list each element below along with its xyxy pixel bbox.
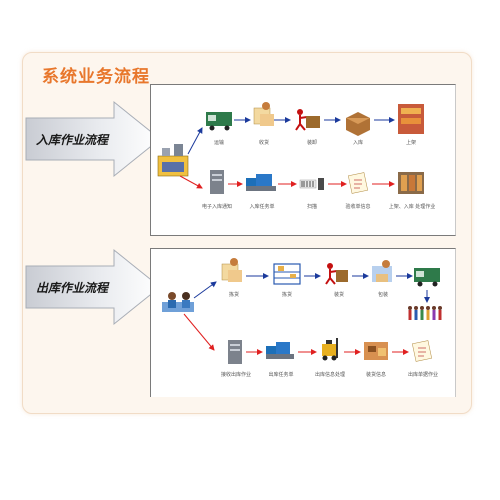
inbound-top-1: 收货 [259, 139, 269, 146]
barcode-scanner-icon [299, 178, 324, 190]
storage-box-icon [346, 112, 370, 136]
outbound-bottom-4: 出库单据作业 [408, 371, 438, 378]
goods-loading-icon [364, 342, 388, 360]
inbound-top-4: 上架 [406, 139, 416, 146]
packaging-icon [372, 260, 392, 282]
inbound-bottom-0: 电子入库通知 [202, 203, 232, 210]
rack-picking-icon [273, 263, 301, 285]
outbound-bottom-1: 出库任务单 [268, 371, 293, 378]
workstation-icon [266, 342, 294, 359]
inbound-label: 入库作业流程 [35, 133, 110, 147]
office-staff-icon [162, 292, 194, 312]
outbound-top-2: 装货 [334, 291, 344, 298]
loading-icon [295, 109, 320, 131]
outbound-bottom-2: 出库信息处理 [315, 371, 345, 378]
inspection-form-icon [348, 172, 368, 194]
shelving-icon [398, 104, 424, 134]
inbound-arrow: 入库作业流程 [25, 100, 161, 178]
receiving-icon [253, 102, 274, 126]
customers-icon [408, 306, 442, 320]
outbound-top-3: 包装 [378, 291, 388, 298]
warehouse-icon [157, 144, 189, 177]
inbound-bottom-3: 验收单信息 [345, 203, 370, 210]
outbound-top-0: 拣货 [229, 291, 239, 298]
inbound-top-2: 装卸 [307, 139, 317, 146]
outbound-flow-panel [150, 248, 456, 397]
outbound-arrow: 出库作业流程 [25, 248, 161, 326]
outbound-label: 出库作业流程 [36, 281, 110, 295]
inbound-top-0: 运输 [214, 139, 224, 146]
warehouse-shelves-icon [398, 172, 424, 194]
forklift-icon [322, 338, 338, 361]
page-title: 系统业务流程 [42, 67, 150, 87]
truck-icon [206, 112, 232, 131]
server-icon [228, 340, 242, 364]
delivery-truck-icon [414, 268, 440, 287]
inbound-bottom-1: 入库任务单 [249, 203, 274, 210]
workstation-icon [246, 174, 276, 191]
outbound-top-1: 拣货 [282, 291, 292, 298]
inbound-bottom-4: 上架、入库 处理作业 [389, 203, 436, 210]
picking-icon [221, 258, 242, 282]
inbound-bottom-2: 扫描 [307, 203, 317, 210]
inbound-top-3: 入库 [353, 139, 363, 146]
inbound-flow-diagram: 运输 收货 装卸 入库 上架 电子入库通知 入库任务单 扫描 验收单信息 上架、… [157, 102, 436, 210]
outbound-flow-diagram: 拣货 拣货 装货 包装 接收出库作业 出库任务单 出库信息处理 装货信息 出库单… [162, 258, 442, 378]
server-icon [210, 170, 224, 194]
shipping-document-icon [412, 340, 432, 362]
outbound-bottom-3: 装货信息 [366, 371, 386, 378]
loading-goods-icon [325, 263, 348, 285]
outbound-bottom-0: 接收出库作业 [221, 371, 251, 378]
